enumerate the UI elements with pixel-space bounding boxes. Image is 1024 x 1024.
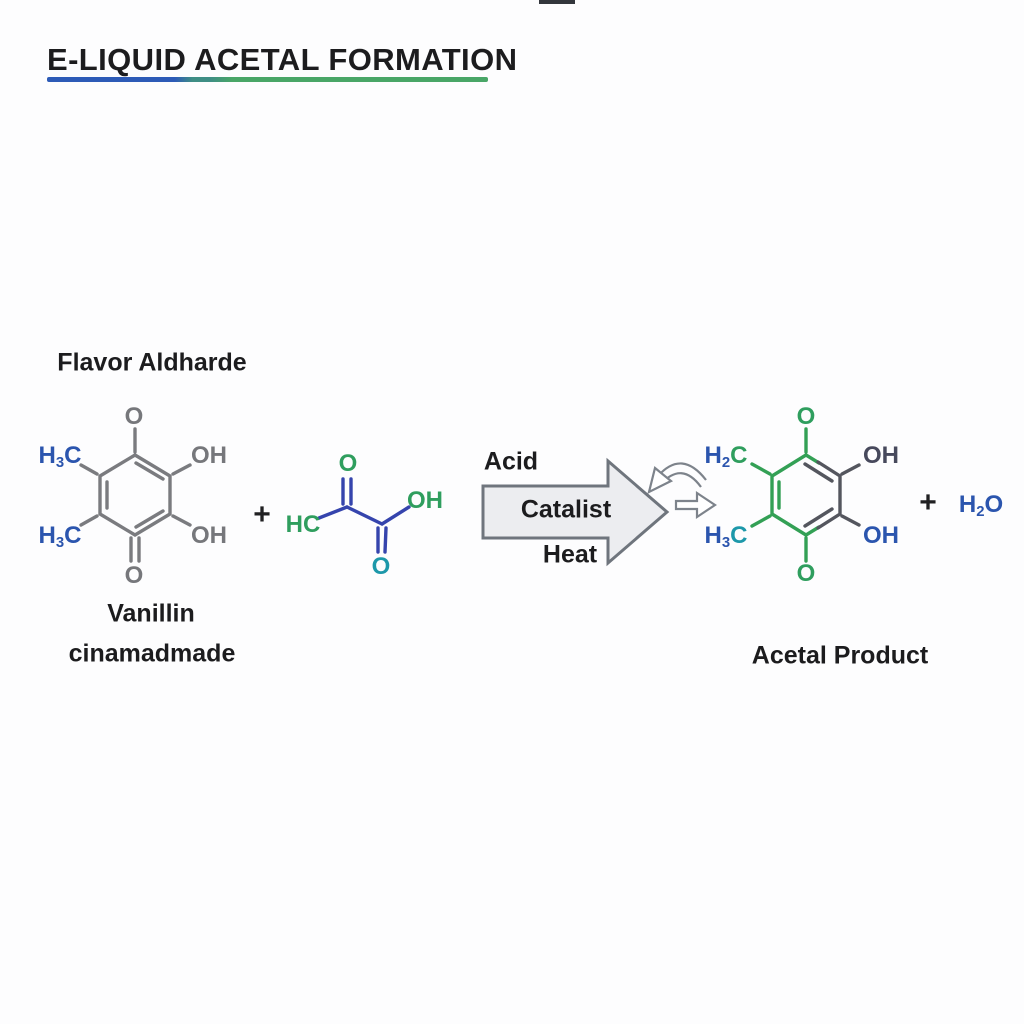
title-underline (47, 77, 488, 82)
vanillin-h3c-top-label: H3C (38, 442, 82, 472)
acetal-structure-dark (803, 460, 861, 530)
acid-o-bottom-label: O (371, 553, 391, 580)
acid-bond-oh (380, 505, 411, 526)
acid-double-bond-o-bottom (376, 526, 388, 554)
acetal-o-top-label: O (796, 403, 816, 430)
acetal-double-bond-bottomright (803, 507, 834, 528)
acetal-bond-oh-top (840, 463, 861, 476)
h-symbol: H (704, 522, 722, 549)
reactant-plus-sign: + (253, 498, 271, 531)
vanillin-ring (98, 453, 172, 537)
product-plus-sign: + (919, 486, 937, 519)
vanillin-o-bottom-label: O (124, 562, 144, 589)
top-edge-mark (539, 0, 575, 4)
cinnamaldehyde-caption: cinamadmade (68, 639, 236, 668)
acetal-bond-h2c (750, 462, 772, 476)
c-symbol: C (730, 522, 748, 549)
acid-o-top-label: O (338, 450, 358, 477)
h-symbol: H (38, 522, 56, 549)
acetal-h2c-label: H2C (704, 442, 748, 472)
subscript: 3 (55, 455, 65, 472)
acetal-structure-green (750, 427, 821, 563)
subscript: 2 (976, 504, 985, 521)
acetal-oh-bottom-label: OH (863, 522, 899, 549)
vanillin-caption: Vanillin (107, 599, 195, 628)
o-symbol: O (984, 491, 1004, 518)
acid-condition-label: Acid (483, 447, 539, 476)
vanillin-bond-oh-top (171, 463, 192, 476)
acetal-product-heading: Acetal Product (751, 641, 929, 670)
vanillin-double-bond-bottomright (134, 509, 165, 529)
vanillin-o-top-label: O (124, 403, 144, 430)
small-right-arrow (674, 490, 717, 520)
catalyst-label: Catalist (520, 495, 612, 524)
acetal-ring-left (770, 453, 808, 537)
heat-label: Heat (542, 540, 598, 569)
vanillin-oh-top-label: OH (191, 442, 227, 469)
acid-oh-label: OH (407, 487, 443, 514)
water-label: H2O (958, 491, 1004, 521)
subscript: 2 (721, 455, 731, 472)
h-symbol: H (704, 442, 722, 469)
acetal-h3c-label: H3C (704, 522, 748, 552)
vanillin-bond-h3c-top (79, 463, 99, 476)
acetal-double-bond-topright (803, 462, 834, 483)
h-symbol: H (38, 442, 56, 469)
vanillin-structure (79, 427, 192, 563)
curved-arrow-outer-arc (657, 462, 707, 481)
vanillin-bond-h3c-bottom (79, 514, 99, 527)
acetal-oh-top-label: OH (863, 442, 899, 469)
vanillin-double-bond-o-bottom (129, 536, 141, 563)
subscript: 3 (721, 535, 731, 552)
c-symbol: C (730, 442, 748, 469)
h-symbol: H (958, 491, 977, 518)
reaction-arrow (481, 457, 670, 567)
curved-arrow-head (647, 466, 674, 495)
acetal-bond-h3c (750, 514, 772, 528)
vanillin-double-bond-topright (134, 461, 165, 481)
acid-bond-hc (317, 505, 349, 520)
acid-bond-cc (345, 505, 384, 526)
acid-double-bond-o-top (341, 477, 353, 506)
equilibrium-curved-arrow (647, 462, 707, 495)
vanillin-bond-oh-bottom (171, 514, 192, 527)
c-symbol: C (64, 442, 82, 469)
acid-molecule-structure (317, 477, 411, 554)
acetal-ring-right (816, 460, 842, 530)
flavor-aldehyde-heading: Flavor Aldharde (57, 348, 247, 377)
subscript: 3 (55, 535, 65, 552)
acetal-o-bottom-label: O (796, 560, 816, 587)
acid-hc-label: HC (285, 511, 321, 538)
vanillin-h3c-bottom-label: H3C (38, 522, 82, 552)
page-title: E-LIQUID ACETAL FORMATION (47, 42, 518, 77)
vanillin-oh-bottom-label: OH (191, 522, 227, 549)
c-symbol: C (64, 522, 82, 549)
acetal-bond-oh-bottom (840, 514, 861, 527)
